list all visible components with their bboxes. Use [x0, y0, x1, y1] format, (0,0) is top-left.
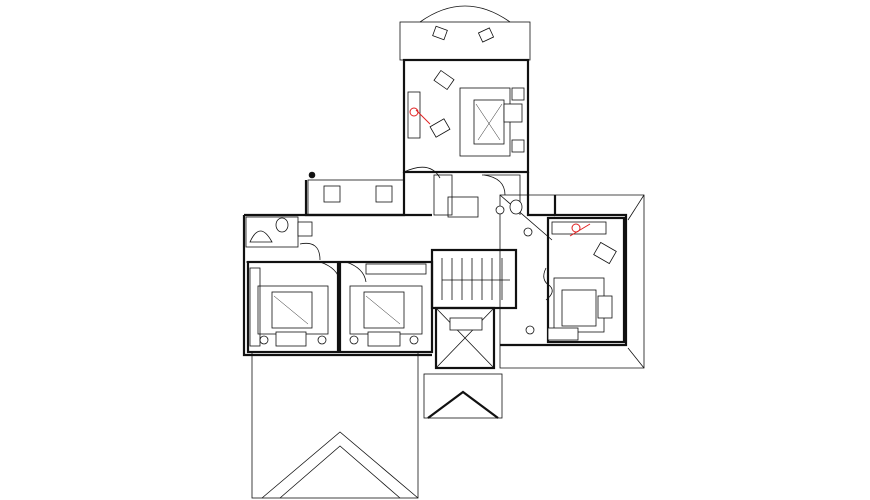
staircase	[430, 248, 518, 370]
dressing-unit-right	[551, 221, 607, 237]
main-floor-walls	[242, 195, 628, 357]
roof-bottom-left	[251, 351, 419, 499]
upper-lobby	[304, 172, 555, 218]
roof-bottom-center	[423, 373, 503, 419]
bathroom-left	[245, 216, 321, 261]
toilet-left	[275, 217, 289, 233]
bedroom-right	[523, 216, 626, 344]
balcony-left	[307, 171, 405, 216]
roof-right	[499, 194, 645, 369]
top-balcony	[399, 5, 531, 61]
dressing-unit-top	[407, 91, 431, 139]
bedroom-center	[338, 260, 434, 354]
bed-top	[459, 87, 511, 157]
balcony-chair-right	[477, 27, 495, 43]
study-chair-top	[429, 69, 455, 138]
top-bedroom	[402, 58, 530, 179]
bedroom-left	[246, 260, 340, 354]
balcony-chair-left	[432, 25, 448, 41]
armchair-top-right	[503, 87, 525, 153]
toilet-wc	[509, 199, 523, 215]
